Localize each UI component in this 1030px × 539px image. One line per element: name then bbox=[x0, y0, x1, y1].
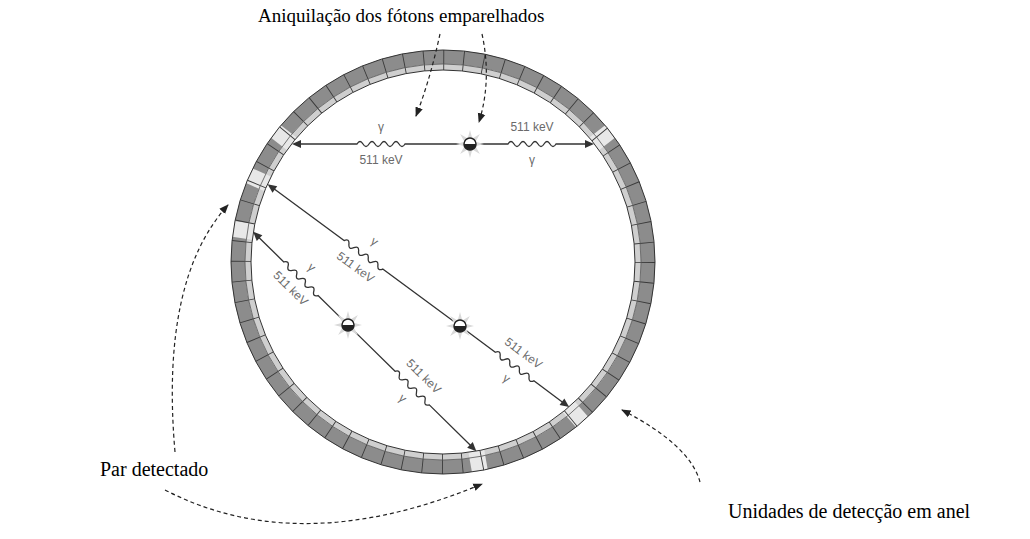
photon bbox=[250, 229, 345, 322]
callout-label: Unidades de detecção em anel bbox=[728, 500, 970, 523]
photon-energy: 511 keV bbox=[333, 250, 376, 287]
photon-energy: 511 keV bbox=[510, 121, 553, 135]
photon-symbol: γ bbox=[529, 154, 535, 168]
photon bbox=[464, 328, 572, 411]
photon-symbol: γ bbox=[367, 235, 380, 250]
photon-symbol: γ bbox=[395, 392, 409, 406]
photon bbox=[478, 140, 594, 148]
annihilation-event bbox=[456, 130, 484, 158]
photon-energy: 511 keV bbox=[502, 336, 545, 373]
gamma-photons bbox=[250, 140, 594, 454]
photon-symbol: γ bbox=[304, 261, 318, 275]
photon bbox=[265, 181, 456, 325]
leader-lines bbox=[165, 34, 700, 524]
photon-energy: 511 keV bbox=[359, 154, 402, 168]
callout-label: Par detectado bbox=[100, 458, 208, 481]
detector-ring bbox=[231, 50, 655, 474]
photon-energy: 511 keV bbox=[402, 357, 442, 397]
photon bbox=[351, 328, 479, 454]
annihilation-event bbox=[334, 311, 362, 339]
callout-label: Aniquilação dos fótons emparelhados bbox=[258, 5, 545, 27]
hit-detectors bbox=[232, 125, 615, 472]
photon-symbol: γ bbox=[378, 121, 384, 135]
photon bbox=[292, 140, 462, 148]
photon-energy: 511 keV bbox=[270, 269, 310, 309]
photon-symbol: γ bbox=[499, 371, 512, 386]
annihilation-event bbox=[446, 312, 474, 340]
